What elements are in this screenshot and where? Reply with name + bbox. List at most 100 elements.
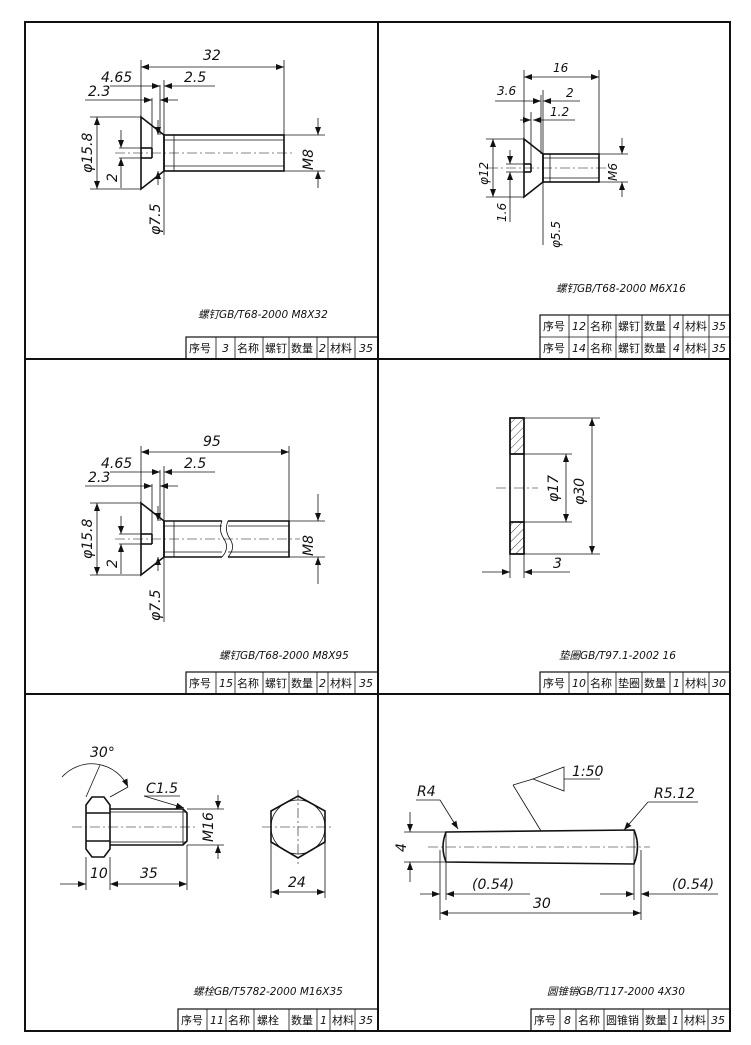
tb-mat-label: 材料 (332, 1013, 354, 1027)
dimensions: φ17 φ30 3 (482, 417, 600, 578)
sheet-frame (24, 21, 731, 1032)
dim-outer: φ30 (572, 478, 588, 505)
dim-a: 4.65 (101, 456, 132, 472)
tb-mat-label: 材料 (330, 676, 352, 690)
tb-mat: 35 (712, 320, 726, 333)
title-block: 序号 15 名称 螺钉 数量 2 材料 35 (185, 671, 379, 695)
dim-across: 24 (288, 875, 306, 891)
tb-seq-label: 序号 (181, 1013, 203, 1027)
tb-qty: 4 (673, 320, 680, 333)
dim-thread: M8 (301, 535, 317, 556)
tb-seq-label: 序号 (189, 676, 211, 690)
dimensions: 32 4.65 2.5 2.3 φ15.8 2 M8 φ7.5 (80, 48, 325, 235)
tb-qty-label: 数量 (291, 342, 313, 355)
tb-name-label: 名称 (228, 1013, 250, 1027)
dim-right: (0.54) (672, 877, 714, 893)
panel-taper-pin: 1:50 R4 R5.12 4 (0.54) (0.54) 30 圆锥销 (394, 764, 731, 1032)
part-drawing (115, 501, 300, 577)
title-block: 序号 12 名称 螺钉 数量 4 材料 35 序号 14 名称 螺钉 数量 4 … (539, 314, 731, 360)
tb-qty-label: 数量 (291, 1014, 313, 1027)
tb-mat-label: 材料 (330, 341, 352, 355)
dim-c: 1.2 (550, 105, 569, 119)
dim-left: (0.54) (472, 877, 514, 893)
tb-name: 螺钉 (618, 320, 640, 333)
tb-seq-label: 序号 (534, 1013, 556, 1027)
dim-r1: R4 (417, 784, 436, 800)
tb-num-2: 14 (572, 342, 586, 355)
tb-name-label-2: 名称 (590, 341, 612, 355)
tb-name: 圆锥销 (606, 1013, 639, 1027)
dim-head-dia: φ15.8 (80, 519, 96, 560)
tb-mat: 35 (359, 677, 373, 690)
tb-mat: 35 (359, 342, 373, 355)
tb-qty-label: 数量 (644, 677, 666, 690)
dim-length: 16 (553, 61, 569, 75)
tb-qty: 1 (320, 1014, 327, 1027)
title-block: 序号 8 名称 圆锥销 数量 1 材料 35 (530, 1008, 731, 1032)
tb-name: 垫圈 (618, 676, 640, 690)
dim-thread: M8 (301, 149, 317, 170)
dim-neck: φ7.5 (148, 203, 164, 235)
panel-screw-m8x32: 32 4.65 2.5 2.3 φ15.8 2 M8 φ7.5 螺钉GB/T68… (80, 48, 379, 360)
dim-taper: 1:50 (572, 764, 604, 780)
dim-length: 32 (203, 48, 221, 64)
tb-seq-label: 序号 (543, 319, 565, 333)
tb-name: 螺钉 (265, 677, 287, 690)
dim-head-dia: φ15.8 (80, 133, 96, 174)
dim-length: 30 (533, 896, 551, 912)
dim-b: 2 (566, 86, 574, 100)
dim-a: 3.6 (497, 84, 516, 98)
tb-num: 15 (219, 677, 233, 690)
dim-inner: φ17 (546, 475, 562, 502)
dim-b: 2.5 (184, 70, 206, 86)
part-caption: 螺钉GB/T68-2000 M6X16 (556, 283, 686, 295)
part-caption: 螺钉GB/T68-2000 M8X32 (198, 309, 328, 321)
dim-neck: φ5.5 (549, 221, 563, 248)
title-block: 序号 10 名称 垫圈 数量 1 材料 30 (539, 671, 731, 695)
tb-num: 3 (222, 342, 229, 355)
dim-c: 2.3 (88, 84, 110, 100)
dim-length: 95 (203, 434, 221, 450)
dim-c: 2.3 (88, 470, 110, 486)
dim-chamfer: C1.5 (146, 781, 178, 797)
tb-seq-label: 序号 (189, 341, 211, 355)
title-block: 序号 3 名称 螺钉 数量 2 材料 35 (185, 336, 379, 360)
dim-thread: M16 (201, 812, 217, 842)
tb-name-2: 螺钉 (618, 342, 640, 355)
tb-seq-label-2: 序号 (543, 341, 565, 355)
tb-seq-label: 序号 (543, 676, 565, 690)
tb-mat-2: 35 (712, 342, 726, 355)
dim-slot: 1.6 (495, 203, 509, 222)
dimensions: 30° C1.5 M16 10 35 24 (60, 745, 326, 898)
tb-mat-label: 材料 (685, 676, 707, 690)
title-block: 序号 11 名称 螺栓 数量 1 材料 35 (177, 1008, 379, 1032)
part-caption: 螺钉GB/T68-2000 M8X95 (219, 650, 349, 662)
tb-mat-label: 材料 (685, 319, 707, 333)
dim-a: 4.65 (101, 70, 132, 86)
tb-mat: 35 (359, 1014, 373, 1027)
dim-dia: 4 (394, 843, 410, 852)
tb-num: 8 (564, 1014, 571, 1027)
dim-length: 35 (140, 866, 158, 882)
dimensions: 1:50 R4 R5.12 4 (0.54) (0.54) 30 (394, 764, 718, 920)
dim-slot: 2 (105, 173, 121, 182)
part-caption: 垫圈GB/T97.1-2002 16 (559, 650, 676, 662)
dim-slot: 2 (105, 559, 121, 568)
tb-mat: 35 (711, 1014, 725, 1027)
dimensions: 16 3.6 2 1.2 φ12 1.6 M6 φ5.5 (477, 61, 628, 248)
tb-mat: 30 (712, 677, 726, 690)
tb-name-label: 名称 (237, 676, 259, 690)
tb-qty: 2 (319, 677, 326, 690)
tb-qty: 1 (672, 1014, 679, 1027)
tb-name: 螺钉 (265, 342, 287, 355)
tb-name: 螺栓 (257, 1013, 279, 1027)
dim-head: 10 (90, 866, 108, 882)
panel-hex-bolt: 30° C1.5 M16 10 35 24 螺栓GB/T5782-2000 M1… (60, 745, 379, 1032)
part-drawing (488, 137, 610, 199)
tb-name-label: 名称 (590, 676, 612, 690)
tb-name-label: 名称 (590, 319, 612, 333)
tb-name-label: 名称 (578, 1013, 600, 1027)
dim-neck: φ7.5 (148, 589, 164, 621)
panel-screw-m8x95: 95 4.65 2.5 2.3 φ15.8 2 M8 φ7.5 螺钉GB/T68… (80, 434, 379, 695)
panel-screw-m6x16: 16 3.6 2 1.2 φ12 1.6 M6 φ5.5 螺钉GB/T68-20… (477, 61, 731, 360)
